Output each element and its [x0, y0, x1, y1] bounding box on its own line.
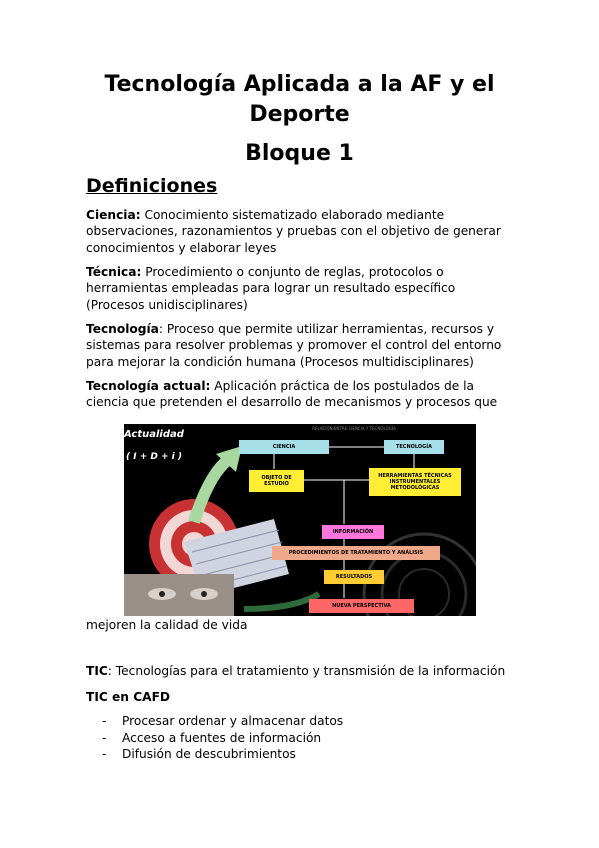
tic-term: TIC: [86, 664, 108, 678]
science-technology-diagram: Actualidad ( I + D + i ) RELACIÓN ENTRE …: [124, 424, 476, 616]
informacion-box: INFORMACIÓN: [322, 525, 384, 539]
definition-text: Procedimiento o conjunto de reglas, prot…: [86, 265, 456, 312]
block-title: Bloque 1: [245, 141, 354, 166]
diagram-connectors: [273, 446, 415, 598]
document-title-line1: Tecnología Aplicada a la AF y el: [104, 72, 495, 97]
document-title-line2: Deporte: [249, 102, 350, 127]
herramientas-box: HERRAMIENTAS TÉCNICAS INSTRUMENTALES MET…: [369, 468, 461, 496]
list-item: Acceso a fuentes de información: [102, 730, 343, 747]
nueva-perspectiva-box: NUEVA PERSPECTIVA: [309, 599, 414, 613]
tecnologia-box: TECNOLOGÍA: [384, 440, 444, 454]
definition-text: Aplicación práctica de los postulados de…: [86, 379, 498, 410]
definition-tecnologia: Tecnología: Proceso que permite utilizar…: [86, 321, 516, 370]
tic-definition: TIC: Tecnologías para el tratamiento y t…: [86, 664, 505, 678]
definition-text: : Proceso que permite utilizar herramien…: [86, 322, 502, 369]
ciencia-box: CIENCIA: [239, 440, 329, 454]
tic-cafd-list: Procesar ordenar y almacenar datos Acces…: [102, 713, 343, 763]
objeto-estudio-box: OBJETO DE ESTUDIO: [249, 470, 304, 492]
diagram-graphics: [124, 446, 476, 616]
resultados-box: RESULTADOS: [324, 570, 384, 584]
tic-cafd-heading: TIC en CAFD: [86, 690, 171, 704]
decor-circle-icon: [362, 532, 476, 616]
idi-formula: ( I + D + i ): [126, 452, 183, 462]
definition-tecnologia-actual: Tecnología actual: Aplicación práctica d…: [86, 378, 516, 411]
definitions-heading: Definiciones: [86, 175, 218, 197]
definition-text: Conocimiento sistematizado elaborado med…: [86, 208, 501, 255]
list-item: Procesar ordenar y almacenar datos: [102, 713, 343, 730]
definition-term: Tecnología: [86, 322, 159, 336]
actualidad-label: Actualidad: [124, 429, 184, 440]
procedimientos-box: PROCEDIMIENTOS DE TRATAMIENTO Y ANÁLISIS: [272, 546, 440, 560]
definition-term: Tecnología actual:: [86, 379, 211, 393]
diagram-header: RELACIÓN ENTRE CIENCIA Y TECNOLOGÍA: [312, 425, 396, 431]
continuation-text: mejoren la calidad de vida: [86, 618, 248, 632]
definition-tecnica: Técnica: Procedimiento o conjunto de reg…: [86, 264, 516, 313]
definition-term: Técnica:: [86, 265, 142, 279]
list-item: Difusión de descubrimientos: [102, 746, 343, 763]
tic-text: : Tecnologías para el tratamiento y tran…: [107, 664, 506, 678]
definition-term: Ciencia:: [86, 208, 141, 222]
definition-ciencia: Ciencia: Conocimiento sistematizado elab…: [86, 207, 516, 256]
